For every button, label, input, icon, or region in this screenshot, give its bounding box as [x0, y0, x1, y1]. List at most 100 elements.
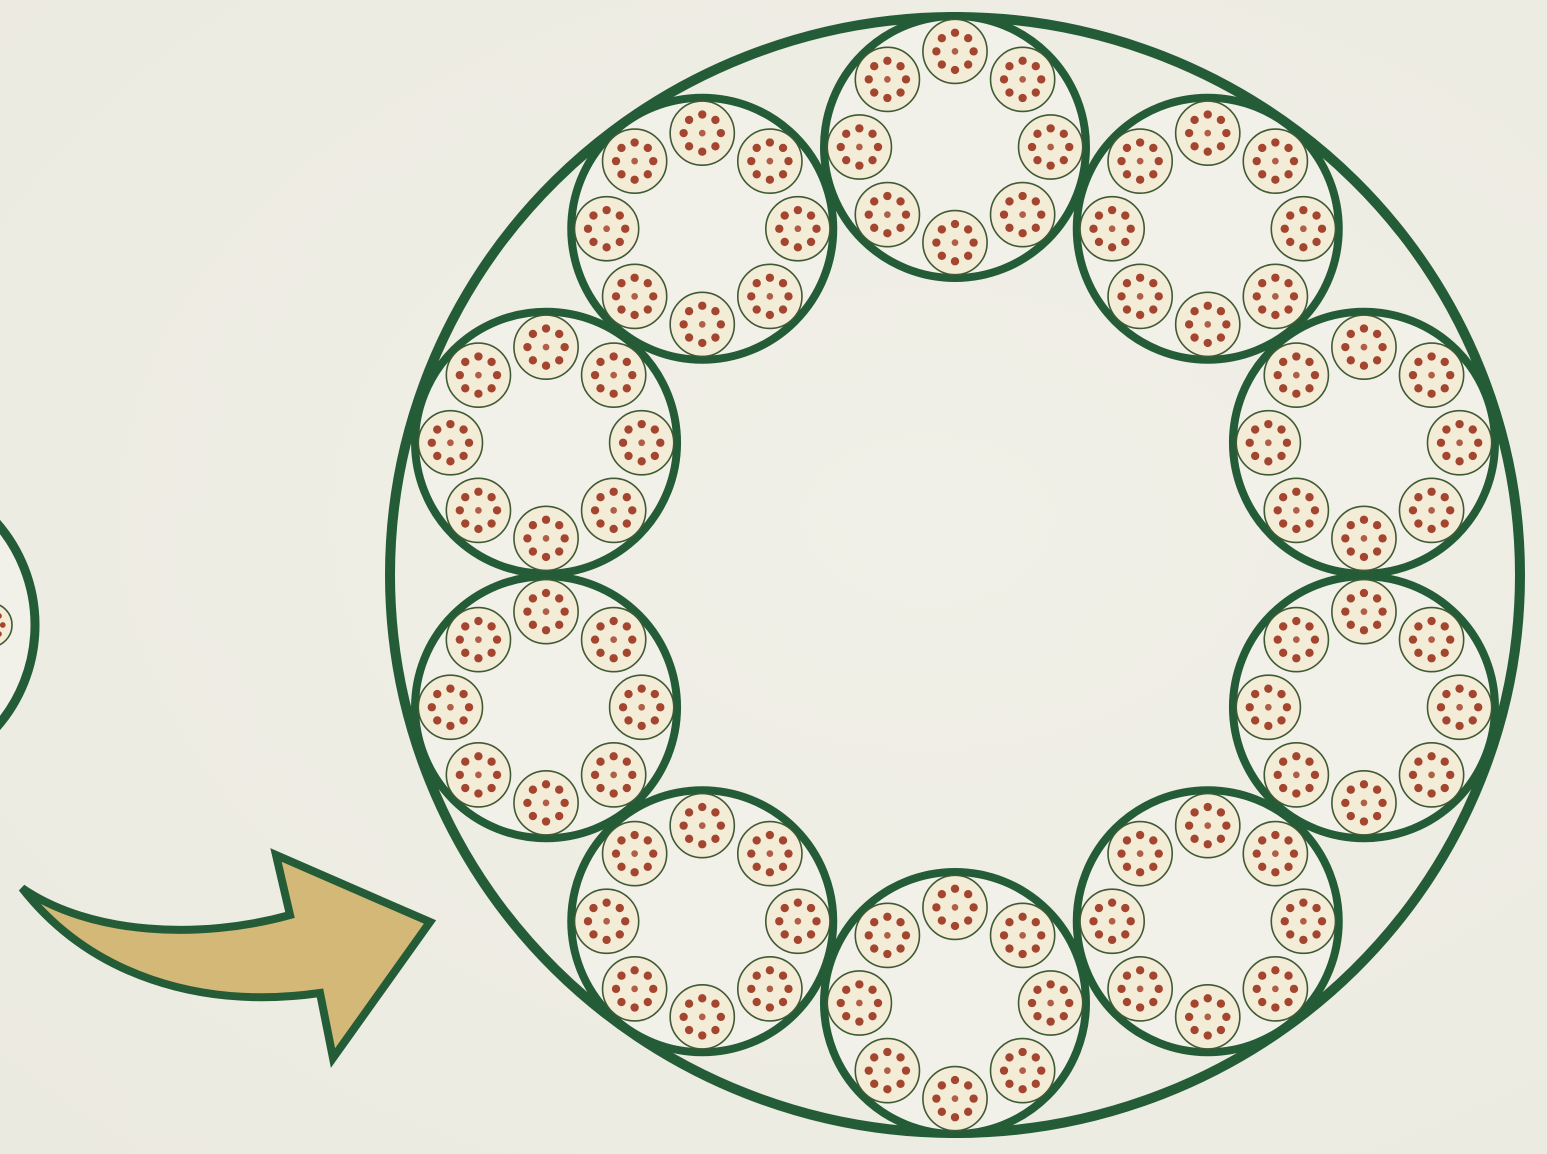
wire-dot — [753, 170, 761, 178]
sub-bundle — [1264, 743, 1328, 807]
wire-dot — [812, 917, 820, 925]
wire-dot — [1311, 635, 1319, 643]
wire-dot — [1005, 88, 1013, 96]
wire-dot — [781, 904, 789, 912]
strand-bundle — [415, 312, 677, 574]
wire-dot — [1253, 157, 1261, 165]
wire-dot — [628, 371, 636, 379]
wire-dot — [779, 305, 787, 313]
wire-dot — [837, 999, 845, 1007]
wire-dot — [1136, 868, 1144, 876]
wire-dot — [1347, 812, 1355, 820]
center-wire-dot — [767, 293, 774, 300]
wire-dot — [753, 279, 761, 287]
wire-dot — [807, 211, 815, 219]
wire-dot — [1032, 1080, 1040, 1088]
sub-bundle — [603, 264, 667, 328]
wire-dot — [842, 1012, 850, 1020]
wire-dot — [446, 420, 454, 428]
wire-dot — [487, 622, 495, 630]
sub-bundle — [1080, 197, 1144, 261]
center-wire-dot — [1204, 321, 1211, 328]
wire-dot — [523, 534, 531, 542]
wire-dot — [747, 985, 755, 993]
wire-dot — [1190, 808, 1198, 816]
wire-dot — [555, 594, 563, 602]
wire-dot — [807, 930, 815, 938]
wire-dot — [542, 324, 550, 332]
wire-dot — [555, 547, 563, 555]
wire-dot — [951, 1076, 959, 1084]
wire-dot — [1286, 904, 1294, 912]
wire-dot — [1290, 157, 1298, 165]
wire-dot — [630, 274, 638, 282]
sub-bundle — [603, 957, 667, 1021]
wire-dot — [1108, 936, 1116, 944]
wire-dot — [1123, 144, 1131, 152]
wire-dot — [644, 972, 652, 980]
wire-dot — [456, 371, 464, 379]
wire-dot — [870, 62, 878, 70]
strand-bundle — [824, 872, 1086, 1134]
wire-dot — [461, 758, 469, 766]
wire-dot — [1360, 362, 1368, 370]
wire-dot — [1190, 1000, 1198, 1008]
wire-dot — [1123, 863, 1131, 871]
sub-bundle — [575, 889, 639, 953]
wire-dot — [591, 771, 599, 779]
wire-dot — [560, 534, 568, 542]
center-wire-dot — [1272, 158, 1279, 165]
wire-dot — [623, 519, 631, 527]
wire-dot — [1149, 305, 1157, 313]
wire-dot — [1378, 343, 1386, 351]
wire-dot — [589, 904, 597, 912]
wire-dot — [1000, 75, 1008, 83]
wire-dot — [1123, 170, 1131, 178]
wire-dot — [433, 425, 441, 433]
wire-dot — [474, 390, 482, 398]
wire-dot — [1046, 161, 1054, 169]
center-wire-dot — [475, 636, 482, 643]
wire-dot — [1032, 1053, 1040, 1061]
wire-dot — [1299, 898, 1307, 906]
wire-dot — [1290, 849, 1298, 857]
wire-dot — [616, 238, 624, 246]
wire-dot — [1155, 157, 1163, 165]
center-wire-dot — [631, 158, 638, 165]
wire-dot — [1264, 420, 1272, 428]
wire-dot — [1441, 519, 1449, 527]
wire-dot — [1284, 998, 1292, 1006]
sub-bundle — [1332, 315, 1396, 379]
wire-dot — [609, 789, 617, 797]
wire-dot — [617, 279, 625, 287]
wire-dot — [1446, 371, 1454, 379]
wire-dot — [1005, 918, 1013, 926]
wire-dot — [938, 916, 946, 924]
wire-dot — [656, 703, 664, 711]
sub-bundle — [1332, 506, 1396, 570]
wire-dot — [902, 931, 910, 939]
wire-dot — [1274, 371, 1282, 379]
wire-dot — [1217, 1026, 1225, 1034]
sub-bundle — [1399, 743, 1463, 807]
wire-dot — [1283, 439, 1291, 447]
wire-dot — [1271, 966, 1279, 974]
wire-dot — [964, 225, 972, 233]
wire-dot — [621, 225, 629, 233]
center-wire-dot — [1204, 1014, 1211, 1021]
wire-dot — [542, 780, 550, 788]
wire-dot — [1442, 452, 1450, 460]
wire-dot — [1469, 690, 1477, 698]
wire-dot — [883, 1048, 891, 1056]
wire-dot — [865, 931, 873, 939]
wire-dot — [529, 521, 537, 529]
wire-dot — [433, 452, 441, 460]
wire-dot — [1121, 238, 1129, 246]
wire-dot — [630, 868, 638, 876]
wire-dot — [461, 358, 469, 366]
wire-dot — [1290, 292, 1298, 300]
wire-dot — [1190, 116, 1198, 124]
wire-dot — [1032, 88, 1040, 96]
wire-dot — [1222, 1013, 1230, 1021]
center-wire-dot — [631, 986, 638, 993]
